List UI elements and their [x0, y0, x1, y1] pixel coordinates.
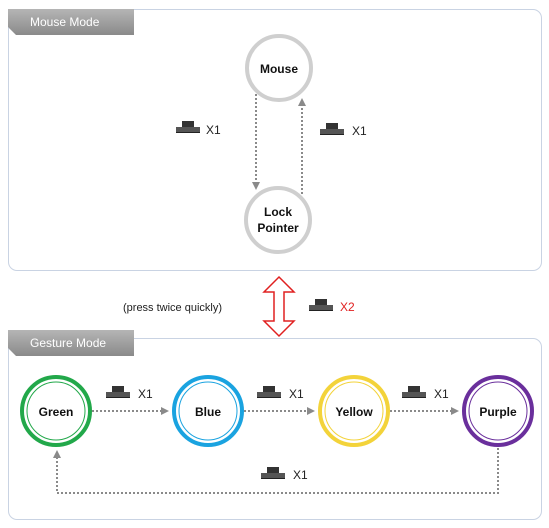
press-button-icon	[176, 121, 200, 133]
press-count-yellow-purple: X1	[434, 387, 449, 401]
press-button-icon	[257, 386, 281, 398]
purple-node: Purple	[462, 375, 534, 447]
yellow-node: Yellow	[318, 375, 390, 447]
press-button-icon	[320, 123, 344, 135]
switch-press-count: X2	[340, 300, 355, 314]
mouse-node-label: Mouse	[260, 62, 298, 76]
press-button-icon	[309, 299, 333, 311]
green-node: Green	[20, 375, 92, 447]
press-count-blue-yellow: X1	[289, 387, 304, 401]
lock-pointer-label-line2: Pointer	[257, 221, 299, 235]
blue-node-label: Blue	[195, 405, 221, 419]
green-node-label: Green	[39, 405, 74, 419]
press-count-green-blue: X1	[138, 387, 153, 401]
mouse-mode-tab: Mouse Mode	[8, 9, 134, 35]
mode-switch-double-arrow-icon	[262, 275, 296, 338]
press-button-icon	[402, 386, 426, 398]
mouse-node: Mouse	[245, 34, 313, 102]
press-count-right: X1	[352, 124, 367, 138]
press-button-icon	[261, 467, 285, 479]
press-button-icon	[106, 386, 130, 398]
switch-note: (press twice quickly)	[123, 302, 222, 314]
press-count-purple-green: X1	[293, 468, 308, 482]
press-count-left: X1	[206, 123, 221, 137]
yellow-node-label: Yellow	[335, 405, 373, 419]
arrow-purple-to-green	[53, 448, 499, 494]
blue-node: Blue	[172, 375, 244, 447]
lock-pointer-node: Lock Pointer	[244, 186, 312, 254]
lock-pointer-label-line1: Lock	[264, 205, 292, 219]
gesture-mode-panel	[8, 338, 542, 520]
purple-node-label: Purple	[479, 405, 517, 419]
gesture-mode-tab: Gesture Mode	[8, 330, 134, 356]
